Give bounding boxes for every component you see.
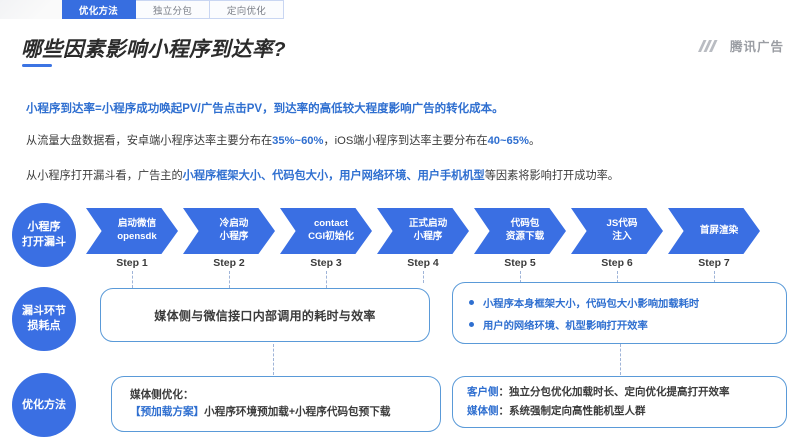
row-label-line1: 优化方法 [22, 398, 66, 411]
step-line1: 正式启动 [408, 218, 448, 230]
funnel-step-7[interactable]: 首屏渲染 [668, 208, 760, 254]
connector-step-2 [229, 271, 230, 288]
connector-step-4 [423, 271, 424, 283]
tencent-ads-logo-icon [697, 39, 718, 52]
row-label-line1: 漏斗环节 [22, 305, 66, 318]
loss-box-media-side: 媒体侧与微信接口内部调用的耗时与效率 [100, 288, 430, 342]
loss-bullet-text: 小程序本身框架大小，代码包大小影响加载耗时 [483, 298, 700, 310]
loss-bullet-item: 小程序本身框架大小，代码包大小影响加载耗时 [469, 295, 786, 310]
bullet-dot-icon [469, 299, 474, 305]
loss-box-media-side-text: 媒体侧与微信接口内部调用的耗时与效率 [154, 308, 376, 323]
step-line1: JS代码 [606, 218, 638, 230]
p2-highlight-android: 35%~60% [272, 135, 324, 147]
brand-name: 腾讯广告 [729, 40, 784, 54]
row-label-line2: 损耗点 [27, 320, 61, 332]
connector-step-1 [132, 271, 133, 288]
paragraph-distribution: 从流量大盘数据看，安卓端小程序达率主要分布在35%~60%，iOS端小程序到达率… [26, 132, 540, 148]
row-label-line2: 打开漏斗 [22, 236, 66, 248]
p2-text-c: 。 [528, 135, 541, 147]
paragraph-definition: 小程序到达率=小程序成功唤起PV/广告点击PV，到达率的高低较大程度影响广告的转… [26, 103, 504, 115]
row-label-funnel: 小程序 打开漏斗 [12, 203, 76, 267]
connector-step-7 [714, 271, 715, 283]
optimize-media-detail-text: 小程序环境预加载+小程序代码包预下载 [204, 406, 391, 418]
optimize-media-text: 系统强制定向高性能机型人群 [509, 405, 646, 417]
paragraph-factors: 从小程序打开漏斗看，广告主的小程序框架大小、代码包大小，用户网络环境、用户手机机… [26, 167, 619, 183]
optimize-media-tag2: 媒体侧 [467, 405, 499, 417]
tab-label: 优化方法 [78, 5, 119, 17]
step-line2: 资源下载 [505, 231, 545, 242]
step-label-3: Step 3 [310, 257, 342, 269]
step-line1: 启动微信 [117, 218, 157, 230]
row-label-optimization: 优化方法 [12, 373, 76, 437]
step-label-5: Step 5 [504, 257, 536, 269]
optimize-media-sep: ： [498, 405, 510, 417]
optimize-media-row: 媒体侧：系统强制定向高性能机型人群 [467, 402, 786, 421]
step-label-6: Step 6 [601, 257, 633, 269]
optimize-media-heading: 媒体侧优化： [130, 388, 194, 401]
funnel-step-6[interactable]: JS代码 注入 [571, 208, 663, 254]
step-line2: opensdk [117, 231, 157, 242]
tab-targeted-optimization[interactable]: 定向优化 [210, 0, 284, 19]
p2-highlight-ios: 40~65% [487, 135, 529, 147]
optimize-client-tag: 客户侧 [467, 385, 499, 398]
tab-label: 独立分包 [152, 5, 193, 17]
p3-highlight-factors: 小程序框架大小、代码包大小，用户网络环境、用户手机机型 [182, 170, 485, 182]
step-line1: 代码包 [510, 218, 540, 230]
loss-bullet-text: 用户的网络环境、机型影响打开效率 [483, 320, 648, 332]
connector-step-5 [520, 271, 521, 283]
step-line1: 冷启动 [219, 218, 249, 230]
funnel-step-1[interactable]: 启动微信 opensdk [86, 208, 178, 254]
optimize-media-detail: 【预加载方案】小程序环境预加载+小程序代码包预下载 [130, 404, 440, 421]
p3-text-b: 等因素将影响打开成功率。 [484, 170, 619, 182]
step-line1: 首屏渲染 [699, 224, 739, 236]
row-label-line1: 小程序 [27, 221, 61, 234]
step-label-4: Step 4 [407, 257, 439, 269]
optimize-media-tag: 【预加载方案】 [130, 406, 205, 418]
tab-independent-subpackage[interactable]: 独立分包 [136, 0, 210, 19]
step-line2: 小程序 [413, 231, 443, 242]
funnel-step-2[interactable]: 冷启动 小程序 [183, 208, 275, 254]
funnel-step-4[interactable]: 正式启动 小程序 [377, 208, 469, 254]
optimize-box-media-side: 媒体侧优化： 【预加载方案】小程序环境预加载+小程序代码包预下载 [111, 376, 441, 432]
funnel-step-3[interactable]: contact CGI初始化 [280, 208, 372, 254]
step-line2: CGI初始化 [308, 231, 354, 242]
optimize-client-row: 客户侧：独立分包优化加载时长、定向优化提高打开效率 [467, 383, 786, 402]
p2-text-b: ，iOS端小程序到达率主要分布在 [323, 135, 488, 147]
brand-logo: 腾讯广告 [697, 36, 784, 55]
step-line2: 小程序 [219, 231, 249, 242]
p3-text-a: 从小程序打开漏斗看，广告主的 [26, 170, 183, 182]
optimize-client-sep: ： [498, 385, 510, 398]
page-title: 哪些因素影响小程序到达率? [21, 38, 287, 61]
funnel-step-5[interactable]: 代码包 资源下载 [474, 208, 566, 254]
step-line2: 注入 [612, 231, 632, 242]
connector-step-3 [326, 271, 327, 288]
loss-bullet-item: 用户的网络环境、机型影响打开效率 [469, 317, 786, 332]
tab-label: 定向优化 [226, 5, 267, 17]
connector-step-6 [617, 271, 618, 283]
connector-loss-to-optimize-right [620, 344, 621, 375]
p2-text-a: 从流量大盘数据看，安卓端小程序达率主要分布在 [26, 135, 273, 147]
step-label-1: Step 1 [116, 257, 148, 269]
loss-box-factors: 小程序本身框架大小，代码包大小影响加载耗时 用户的网络环境、机型影响打开效率 [452, 282, 787, 344]
step-label-2: Step 2 [213, 257, 245, 269]
row-label-loss-points: 漏斗环节 损耗点 [12, 287, 76, 351]
step-label-7: Step 7 [698, 257, 730, 269]
optimize-box-client-side: 客户侧：独立分包优化加载时长、定向优化提高打开效率 媒体侧：系统强制定向高性能机… [452, 376, 787, 428]
title-underline-accent [22, 64, 52, 67]
tab-bar: 优化方法 独立分包 定向优化 [0, 0, 284, 19]
connector-loss-to-optimize-left [273, 344, 274, 375]
step-line1: contact [313, 218, 349, 230]
tab-optimization-method[interactable]: 优化方法 [62, 0, 136, 19]
tab-bar-ghost-edge [0, 0, 62, 19]
optimize-client-text: 独立分包优化加载时长、定向优化提高打开效率 [509, 385, 730, 398]
bullet-dot-icon [469, 321, 474, 327]
